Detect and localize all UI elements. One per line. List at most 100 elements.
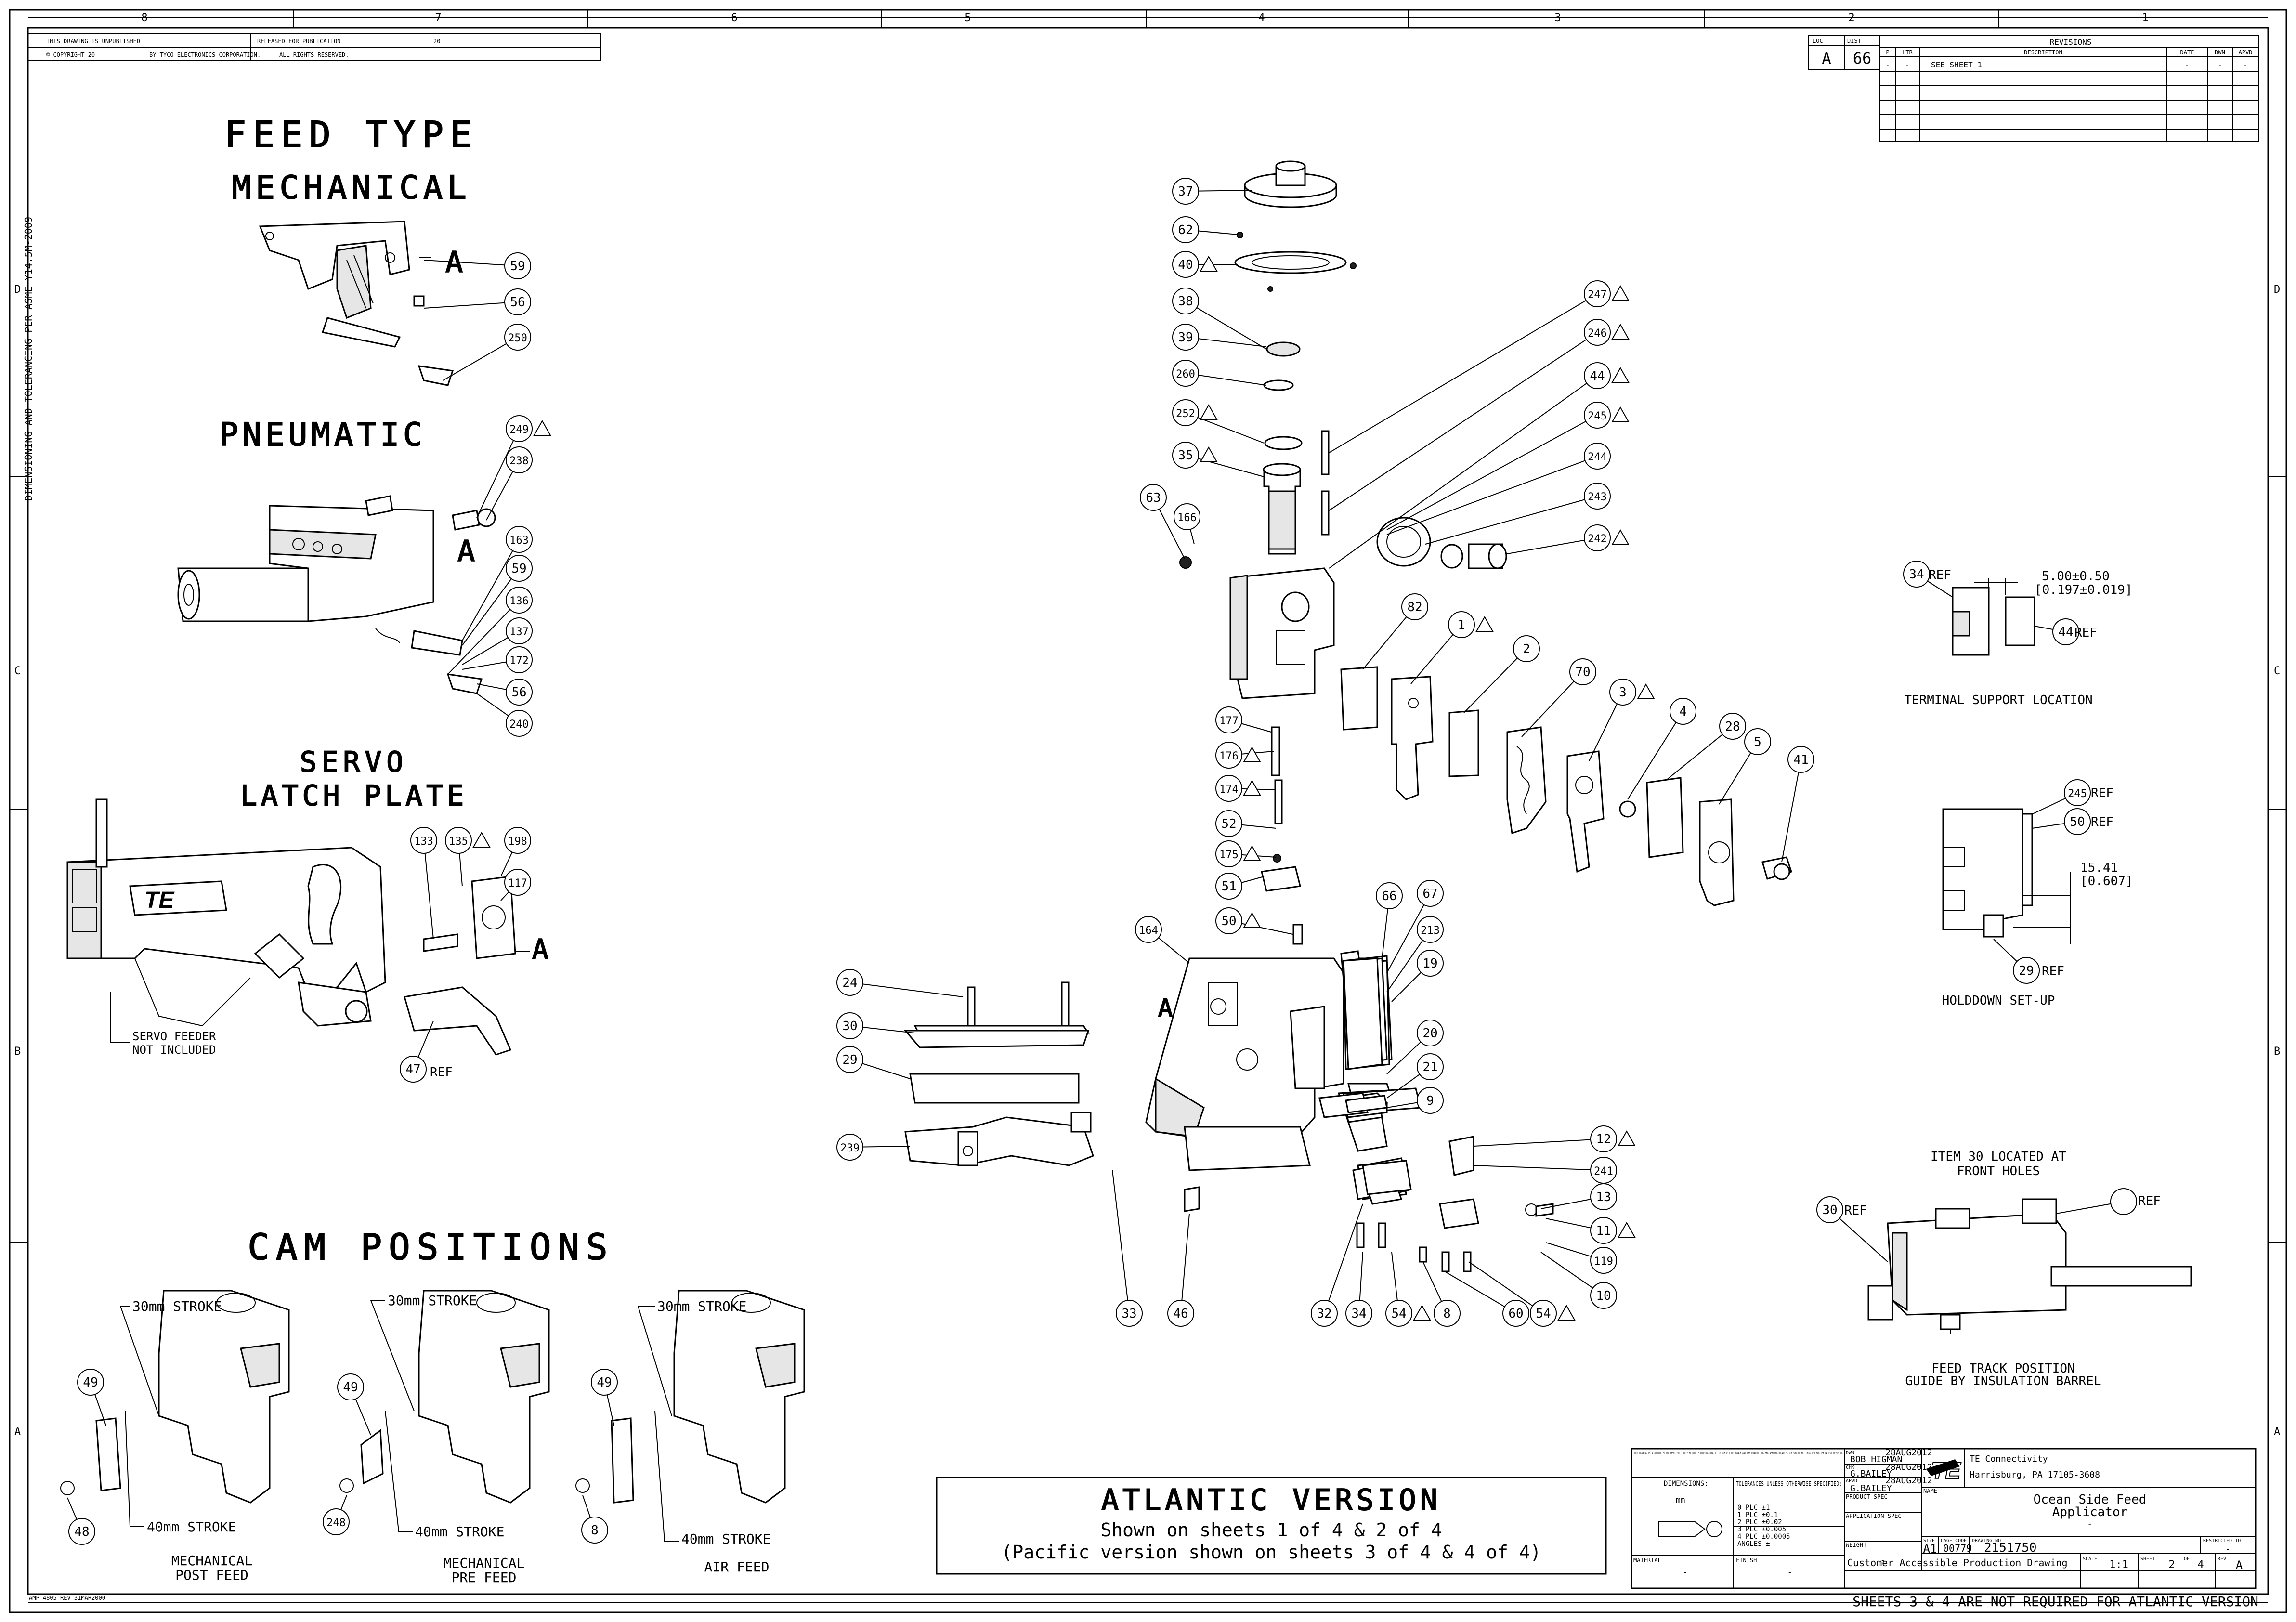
balloon-circle: [504, 827, 531, 854]
outer-border: [9, 9, 2287, 1613]
tb-application-spec: APPLICATION SPEC: [1846, 1513, 1902, 1519]
balloon-leader: [1329, 293, 1598, 453]
item-balloon: 242: [1507, 524, 1630, 554]
servo-feeder-note-2: NOT INCLUDED: [132, 1043, 216, 1057]
item-balloon: 50: [2032, 808, 2091, 835]
balloon-label: 44: [2058, 625, 2073, 640]
balloon-circle: [1448, 611, 1475, 638]
balloon-label: 70: [1575, 665, 1590, 680]
balloon-circle: [323, 1508, 350, 1535]
balloon-leader: [1444, 1271, 1516, 1314]
item-balloon: 50: [1215, 907, 1293, 935]
revision-triangle-icon: [1557, 1304, 1576, 1321]
balloon-label: 245: [2068, 788, 2087, 800]
cam1-caption-1: MECHANICAL: [171, 1553, 253, 1569]
item-balloon: 29: [1993, 939, 2040, 984]
balloon-leader: [1362, 606, 1415, 670]
balloon-circle: [1172, 178, 1199, 205]
balloon-label: 19: [1422, 956, 1437, 971]
atlantic-version-box: [936, 1477, 1607, 1575]
balloon-label: 248: [326, 1517, 346, 1529]
balloon-label: 38: [1178, 294, 1193, 309]
balloon-circle: [506, 617, 533, 644]
balloon-circle: [581, 1517, 608, 1544]
balloon-leader: [1386, 456, 1598, 535]
item-balloon: 246: [1329, 319, 1630, 511]
item-balloon: 175: [1215, 840, 1277, 867]
item-balloon: 32: [1311, 1203, 1363, 1327]
balloon-circle: [68, 1518, 95, 1545]
balloon-label: 12: [1596, 1132, 1611, 1147]
item-balloon: 2: [1463, 635, 1540, 713]
header-rights: ALL RIGHTS RESERVED.: [279, 52, 349, 58]
zone-top-1: 1: [2142, 12, 2148, 24]
tb-cage-label: CAGE CODE: [1941, 1538, 1967, 1544]
balloon-label: 50: [2070, 815, 2085, 829]
footer-sheets-note: SHEETS 3 & 4 ARE NOT REQUIRED FOR ATLANT…: [1852, 1594, 2258, 1609]
balloon-circle: [836, 1046, 863, 1073]
item-balloon: 249: [476, 415, 551, 518]
holddown-ref-245: REF: [2091, 815, 2113, 829]
balloon-label: 163: [509, 535, 529, 547]
feed-track-caption-2: GUIDE BY INSULATION BARREL: [1905, 1374, 2101, 1388]
item-balloon: 60: [1444, 1271, 1529, 1327]
balloon-leader: [1425, 496, 1598, 545]
balloon-label: 82: [1407, 600, 1422, 615]
balloon-leader: [1666, 726, 1733, 781]
item-balloon: 198: [500, 827, 531, 877]
cam3-stroke-30: 30mm STROKE: [657, 1298, 746, 1314]
item-balloon: 1: [1410, 611, 1494, 684]
balloon-leader: [476, 428, 520, 518]
balloon-label: 63: [1146, 491, 1161, 505]
balloon-leader: [423, 840, 434, 940]
balloon-label: 1: [1458, 618, 1465, 632]
cam3-stroke-40: 40mm STROKE: [681, 1531, 770, 1547]
balloon-label: 41: [1793, 753, 1808, 767]
balloon-label: 35: [1178, 448, 1193, 463]
item-balloon: 117: [500, 869, 531, 901]
tb-apvd-label: APVD: [1846, 1478, 1857, 1484]
tb-size-value: A1: [1923, 1542, 1937, 1556]
svg-text:TE: TE: [144, 888, 175, 913]
revision-triangle-icon: [1637, 683, 1655, 699]
balloon-label: 244: [1588, 451, 1607, 463]
rev-row-dwn: -: [2218, 62, 2222, 69]
item-balloon: 8: [581, 1495, 608, 1544]
item-balloon: 238: [486, 446, 533, 521]
item-balloon: 250: [443, 324, 531, 381]
balloon-label: 4: [1679, 705, 1687, 719]
tb-cage-value: 00779: [1943, 1543, 1972, 1554]
balloon-circle: [506, 446, 533, 473]
balloon-leader: [1521, 671, 1583, 737]
balloon-label: 34: [1351, 1307, 1366, 1321]
tb-tol-4: 4 PLC ±0.0005: [1737, 1533, 1790, 1541]
item-balloon: 12: [1473, 1125, 1636, 1152]
balloon-label: 62: [1178, 223, 1193, 237]
zone-top-2: 2: [1848, 12, 1854, 24]
item-balloon: 47: [400, 1020, 434, 1083]
balloon-leader: [1185, 455, 1265, 477]
balloon-label: 166: [1177, 512, 1197, 524]
item-balloon: 119: [1545, 1242, 1617, 1274]
balloon-circle: [2064, 808, 2091, 835]
terminal-ref-34: REF: [2074, 626, 2097, 640]
balloon-label: 175: [1219, 849, 1239, 861]
balloon-label: 238: [509, 455, 529, 467]
dist-value: 66: [1853, 49, 1872, 67]
item-balloon: [2056, 1188, 2137, 1215]
rev-row-p: -: [1886, 62, 1890, 69]
balloon-circle: [1417, 950, 1444, 977]
item-balloon: 163: [462, 526, 533, 641]
terminal-support-caption: TERMINAL SUPPORT LOCATION: [1904, 693, 2092, 707]
balloon-label: 137: [509, 626, 529, 638]
balloon-label: 30: [1822, 1203, 1837, 1217]
item-balloon: 213: [1386, 916, 1444, 993]
item-balloon: 166: [1174, 503, 1200, 545]
balloon-label: 240: [509, 719, 529, 731]
balloon-circle: [445, 827, 472, 854]
loc-label: LOC: [1813, 38, 1823, 44]
balloon-circle: [504, 324, 531, 351]
balloon-leader: [1627, 711, 1683, 800]
balloon-leader: [1329, 375, 1598, 569]
